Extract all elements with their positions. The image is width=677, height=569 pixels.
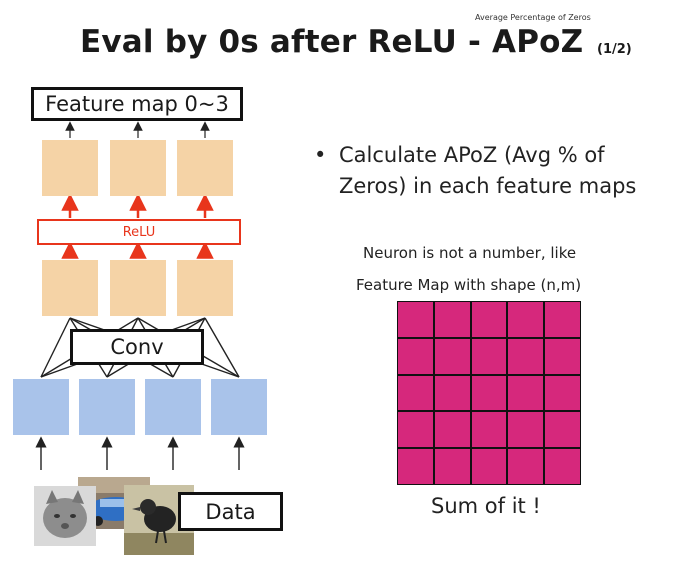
grid-cell — [508, 449, 544, 484]
input-box-1 — [13, 379, 69, 435]
grid-cell — [471, 302, 507, 337]
sum-caption: Sum of it ! — [431, 494, 541, 518]
feature-map-grid — [397, 301, 581, 485]
explanation-line-1: Neuron is not a number, like — [363, 244, 577, 262]
grid-cell — [545, 449, 580, 484]
grid-cell — [545, 412, 580, 448]
grid-cell — [398, 449, 433, 484]
input-box-2 — [79, 379, 135, 435]
grid-cell — [471, 375, 507, 411]
grid-cell — [508, 338, 544, 374]
conv-label: Conv — [70, 329, 204, 365]
grid-cell — [434, 375, 470, 411]
input-box-3 — [145, 379, 201, 435]
bullet-dot: • — [314, 143, 327, 167]
grid-cell — [471, 449, 507, 484]
grid-cell — [508, 412, 544, 448]
grid-cell — [471, 338, 507, 374]
page-title: Eval by 0s after ReLU - APoZ — [80, 24, 584, 60]
feature-map-box-bottom-2 — [110, 260, 166, 316]
grid-cell — [545, 302, 580, 337]
title-note: Average Percentage of Zeros — [475, 13, 591, 22]
grid-cell — [398, 338, 433, 374]
feature-map-label: Feature map 0~3 — [31, 87, 243, 121]
input-box-4 — [211, 379, 267, 435]
grid-cell — [508, 375, 544, 411]
explanation-line-2: Feature Map with shape (n,m) — [356, 276, 582, 294]
grid-cell — [434, 412, 470, 448]
grid-cell — [398, 375, 433, 411]
grid-cell — [434, 302, 470, 337]
feature-map-box-top-2 — [110, 140, 166, 196]
grid-cell — [545, 338, 580, 374]
feature-map-box-bottom-3 — [177, 260, 233, 316]
grid-cell — [508, 302, 544, 337]
grid-cell — [398, 302, 433, 337]
grid-cell — [545, 375, 580, 411]
feature-map-box-bottom-1 — [42, 260, 98, 316]
grid-cell — [434, 449, 470, 484]
grid-cell — [434, 338, 470, 374]
feature-map-box-top-3 — [177, 140, 233, 196]
feature-map-box-top-1 — [42, 140, 98, 196]
data-label: Data — [178, 492, 283, 531]
page-number: (1/2) — [597, 42, 632, 57]
bullet-text: Calculate APoZ (Avg % of Zeros) in each … — [339, 143, 637, 198]
grid-cell — [471, 412, 507, 448]
grid-cell — [398, 412, 433, 448]
relu-layer: ReLU — [37, 219, 241, 245]
cat-photo — [34, 486, 96, 546]
